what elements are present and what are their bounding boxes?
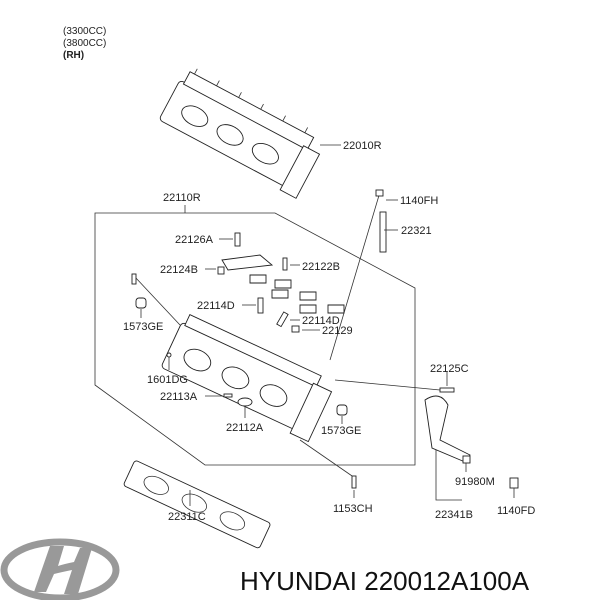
assembly-frame xyxy=(94,212,416,466)
part-label-1153ch: 1153CH xyxy=(333,503,373,515)
plug-icon xyxy=(135,297,147,309)
part-label-91980m: 91980M xyxy=(455,476,495,488)
seal-icon xyxy=(237,397,253,407)
head-bolt-icon xyxy=(379,211,387,253)
spec-3300cc: (3300CC) xyxy=(63,26,106,37)
bracket-icon xyxy=(424,395,471,463)
spec-rh: (RH) xyxy=(63,50,84,61)
head-gasket-icon xyxy=(123,460,271,549)
part-label-22124b: 22124B xyxy=(160,264,198,276)
brand-part-number: HYUNDAI 220012A100A xyxy=(240,566,530,596)
bolt-icon xyxy=(234,232,241,247)
part-label-1573ge-1: 1573GE xyxy=(123,321,163,333)
part-label-22110r: 22110R xyxy=(163,192,201,204)
part-label-1573ge-2: 1573GE xyxy=(321,425,361,437)
cylinder-head-icon xyxy=(161,314,333,443)
cam-cap-icon xyxy=(221,254,274,271)
part-label-22129: 22129 xyxy=(322,325,353,337)
cam-caps-icon xyxy=(249,274,345,314)
part-label-1140fd: 1140FD xyxy=(497,505,535,517)
part-label-22112a: 22112A xyxy=(226,422,264,434)
part-label-22311c: 22311C xyxy=(168,511,206,523)
part-label-22010r: 22010R xyxy=(343,140,382,152)
hyundai-logo-icon xyxy=(0,538,120,600)
part-label-22122b: 22122B xyxy=(302,261,340,273)
part-label-22125c: 22125C xyxy=(430,363,469,375)
cylinder-head-assembly-icon xyxy=(159,68,321,199)
part-label-22126a: 22126A xyxy=(175,234,214,246)
part-label-22114d-2: 22114D xyxy=(302,315,340,327)
bolt-icon xyxy=(375,189,384,197)
part-label-1601dg: 1601DG xyxy=(147,374,188,386)
part-label-22113a: 22113A xyxy=(160,391,198,403)
part-label-22321: 22321 xyxy=(401,225,432,237)
part-label-1140fh: 1140FH xyxy=(400,195,438,207)
part-label-22341b: 22341B xyxy=(435,509,473,521)
spec-3800cc: (3800CC) xyxy=(63,38,106,49)
part-label-22114d-1: 22114D xyxy=(197,300,235,312)
